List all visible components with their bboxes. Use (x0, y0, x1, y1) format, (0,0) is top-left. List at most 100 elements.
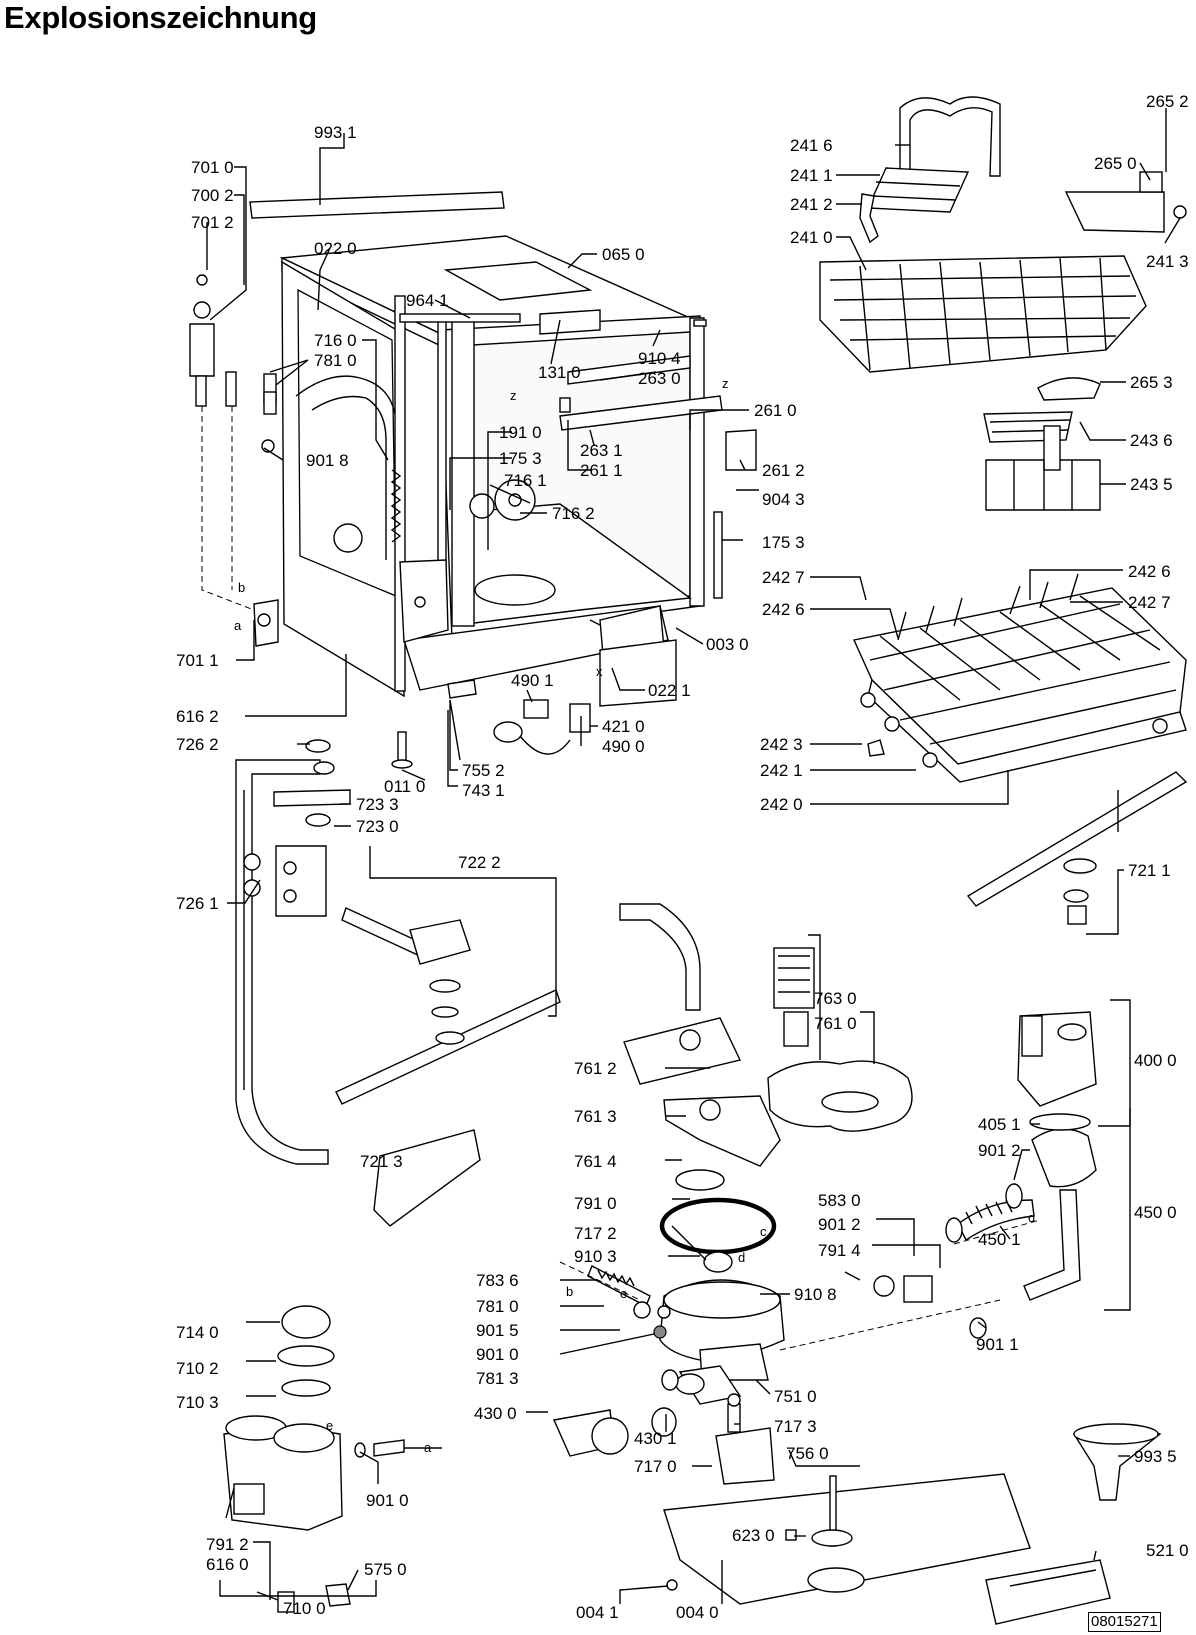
part-label: 421 0 (602, 717, 645, 736)
part-label: 910 4 (638, 349, 681, 368)
connection-mark: e (620, 1286, 627, 1301)
part-label: 791 2 (206, 1535, 249, 1554)
part-label: 717 0 (634, 1457, 677, 1476)
part-label: 430 1 (634, 1429, 677, 1448)
part-label: 710 0 (283, 1599, 326, 1618)
part-label: 910 8 (794, 1285, 837, 1304)
part-label: 743 1 (462, 781, 505, 800)
part-label: 241 2 (790, 195, 833, 214)
part-label: 241 6 (790, 136, 833, 155)
part-label: 243 5 (1130, 475, 1173, 494)
part-label: 265 0 (1094, 154, 1137, 173)
part-label: 490 1 (511, 671, 554, 690)
part-label: 701 0 (191, 158, 234, 177)
part-label: 242 0 (760, 795, 803, 814)
part-label: 710 2 (176, 1359, 219, 1378)
part-label: 901 0 (366, 1491, 409, 1510)
part-label: 701 2 (191, 213, 234, 232)
left-hardware (189, 191, 505, 647)
part-label: 616 2 (176, 707, 219, 726)
document-number: 08015271 (1088, 1612, 1161, 1632)
part-label: 714 0 (176, 1323, 219, 1342)
part-label: 623 0 (732, 1526, 775, 1545)
part-label: 191 0 (499, 423, 542, 442)
part-label: 003 0 (706, 635, 749, 654)
part-label: 242 3 (760, 735, 803, 754)
upper-basket (819, 96, 1187, 511)
part-label: 901 5 (476, 1321, 519, 1340)
part-label: 783 6 (476, 1271, 519, 1290)
part-label: 261 1 (580, 461, 623, 480)
part-label: 723 0 (356, 817, 399, 836)
part-label: 263 0 (638, 369, 681, 388)
part-label: 723 3 (356, 795, 399, 814)
part-label: 242 7 (762, 568, 805, 587)
connection-mark: a (424, 1440, 432, 1455)
part-label: 022 0 (314, 239, 357, 258)
part-label: 405 1 (978, 1115, 1021, 1134)
part-label: 763 0 (814, 989, 857, 1008)
part-label: 265 2 (1146, 92, 1189, 111)
part-label: 756 0 (786, 1444, 829, 1463)
part-label: 901 0 (476, 1345, 519, 1364)
part-label: 450 0 (1134, 1203, 1177, 1222)
part-label: 781 0 (476, 1297, 519, 1316)
part-label: 131 0 (538, 363, 581, 382)
connection-mark: e (326, 1418, 333, 1433)
part-label: 761 2 (574, 1059, 617, 1078)
part-label: 261 2 (762, 461, 805, 480)
part-label: 241 1 (790, 166, 833, 185)
part-label: 022 1 (648, 681, 691, 700)
connection-mark: b (238, 580, 245, 595)
part-label: 904 3 (762, 490, 805, 509)
part-label: 011 0 (384, 777, 425, 796)
lower-basket (853, 573, 1188, 925)
part-label: 901 2 (818, 1215, 861, 1234)
part-label: 700 2 (191, 186, 234, 205)
part-label: 717 3 (774, 1417, 817, 1436)
connection-mark: z (510, 388, 517, 403)
part-label: 261 0 (754, 401, 797, 420)
part-label: 400 0 (1134, 1051, 1177, 1070)
part-label: 065 0 (602, 245, 645, 264)
part-label: 761 3 (574, 1107, 617, 1126)
part-label: 716 1 (504, 471, 547, 490)
part-label: 993 1 (314, 123, 357, 142)
part-label: 004 0 (676, 1603, 719, 1622)
part-label: 241 0 (790, 228, 833, 247)
part-label: 175 3 (762, 533, 805, 552)
part-label: 616 0 (206, 1555, 249, 1574)
connection-mark: d (1028, 1210, 1035, 1225)
connection-mark: d (738, 1250, 745, 1265)
part-label: 910 3 (574, 1247, 617, 1266)
part-label: 242 6 (762, 600, 805, 619)
part-label: 242 1 (760, 761, 803, 780)
connection-mark: x (596, 664, 603, 679)
part-label: 450 1 (978, 1230, 1021, 1249)
tub-frame (279, 235, 757, 707)
part-label: 993 5 (1134, 1447, 1177, 1466)
part-label: 265 3 (1130, 373, 1173, 392)
connection-mark: b (566, 1284, 573, 1299)
part-label: 243 6 (1130, 431, 1173, 450)
part-label: 791 0 (574, 1194, 617, 1213)
part-label: 701 1 (176, 651, 219, 670)
part-label: 761 0 (814, 1014, 857, 1033)
part-label: 755 2 (462, 761, 505, 780)
part-label: 575 0 (364, 1560, 407, 1579)
page-title: Explosionszeichnung (4, 0, 317, 35)
part-label: 901 1 (976, 1335, 1019, 1354)
connection-mark: z (722, 376, 729, 391)
part-label: 263 1 (580, 441, 623, 460)
part-label: 242 6 (1128, 562, 1171, 581)
part-label: 761 4 (574, 1152, 617, 1171)
part-label: 781 3 (476, 1369, 519, 1388)
part-label: 964 1 (406, 291, 449, 310)
part-label: 791 4 (818, 1241, 861, 1260)
part-label: 721 3 (360, 1152, 403, 1171)
part-label: 521 0 (1146, 1541, 1189, 1560)
leader-lines (206, 108, 1181, 1604)
part-label: 726 2 (176, 735, 219, 754)
part-label: 717 2 (574, 1224, 617, 1243)
